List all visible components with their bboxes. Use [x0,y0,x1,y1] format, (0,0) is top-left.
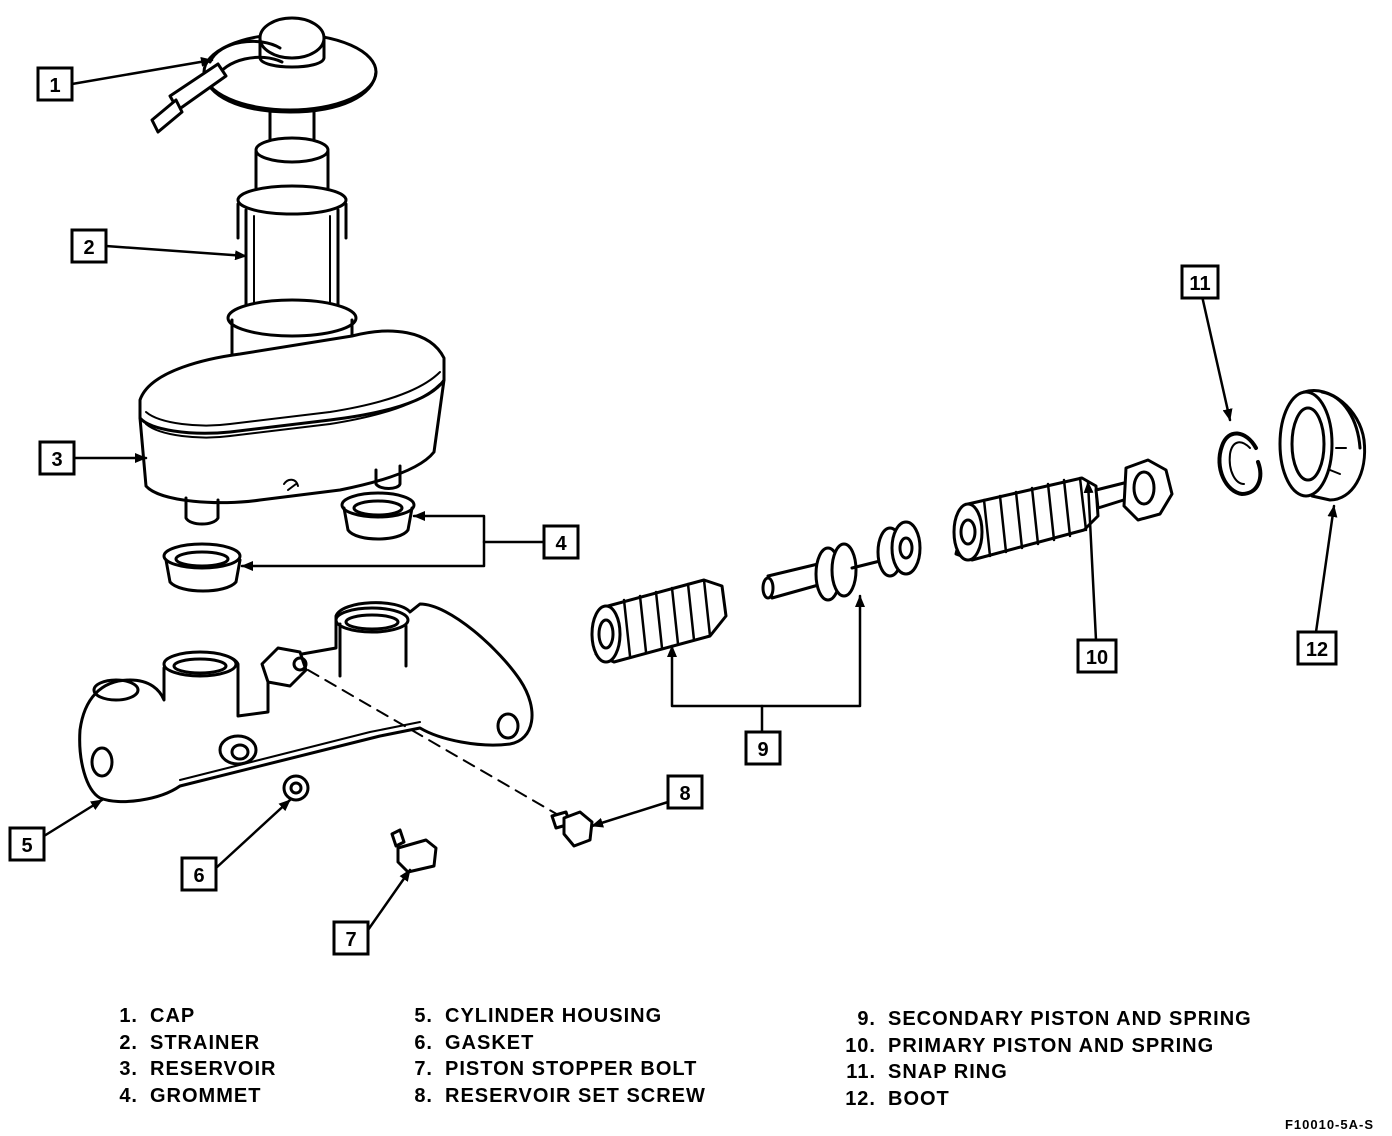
leader-lines [42,56,1338,932]
legend-column-1: 1. CAP 2. STRAINER 3. RESERVOIR 4. GROMMET [110,1003,276,1109]
callout-9: 9 [744,730,782,766]
svg-text:8: 8 [679,783,690,805]
figure-code: F10010-5A-S [1284,1117,1374,1132]
legend-number: 2. [119,1031,138,1054]
callout-8: 8 [666,774,704,810]
callout-4: 4 [542,524,580,560]
legend-label: STRAINER [150,1031,261,1054]
piston-stopper-bolt-part [390,828,438,874]
legend-column-2: 5. CYLINDER HOUSING 6. GASKET 7. PISTON STO… [405,1003,706,1109]
legend-column-3: 9. SECONDARY PISTON AND SPRING 10. PRIMARY… [840,1006,1252,1112]
reservoir-part [138,298,446,526]
legend-label: PRIMARY PISTON AND SPRING [888,1034,1215,1057]
legend-number: 9. [857,1008,876,1030]
legend-number: 4. [119,1084,138,1107]
svg-text:10: 10 [1086,647,1108,669]
legend-number: 8. [414,1084,433,1107]
boot-part [1278,389,1367,502]
screw-path-line [307,669,561,817]
legend-item-gasket: 6. GASKET [405,1030,706,1057]
legend-number: 1. [119,1005,138,1027]
callout-1: 1 [36,66,74,102]
svg-text:1: 1 [49,75,60,97]
legend-item-strainer: 2. STRAINER [110,1030,276,1057]
gasket-part [282,774,310,802]
snap-ring-part [1217,431,1263,496]
svg-text:4: 4 [555,533,567,555]
legend-number: 6. [414,1031,433,1054]
legend-number: 7. [414,1058,433,1080]
legend-number: 10. [845,1034,876,1057]
legend-label: BOOT [888,1087,950,1110]
legend-number: 11. [846,1061,876,1083]
svg-text:9: 9 [757,739,768,761]
legend-item-snap-ring: 11. SNAP RING [840,1059,1252,1086]
callout-7: 7 [332,920,370,956]
svg-text:6: 6 [193,865,204,887]
svg-text:12: 12 [1306,639,1328,661]
callout-6: 6 [180,856,218,892]
legend-label: GASKET [445,1031,535,1054]
legend-item-secondary-piston: 9. SECONDARY PISTON AND SPRING [840,1006,1252,1033]
legend-number: 12. [845,1087,876,1110]
svg-text:3: 3 [51,449,62,471]
callout-3: 3 [38,440,76,476]
callout-2: 2 [70,228,108,264]
reservoir-set-screw-part [550,810,594,848]
primary-piston-part [952,458,1174,562]
legend-label: CYLINDER HOUSING [445,1005,663,1027]
exploded-view-drawing: 1 2 3 4 5 6 7 8 9 10 11 12 [8,16,1367,956]
svg-text:5: 5 [21,835,32,857]
callout-11: 11 [1180,264,1220,300]
legend-item-grommet: 4. GROMMET [110,1083,276,1110]
grommet-part [162,491,416,593]
legend-item-reservoir-set-screw: 8. RESERVOIR SET SCREW [405,1083,706,1110]
callout-12: 12 [1296,630,1338,666]
cap-part [150,16,378,134]
legend-label: RESERVOIR [150,1058,277,1080]
svg-text:7: 7 [345,929,356,951]
cylinder-housing-part [78,601,534,804]
legend-item-piston-stopper-bolt: 7. PISTON STOPPER BOLT [405,1056,706,1083]
legend-label: SNAP RING [888,1061,1008,1083]
legend-label: CAP [150,1005,196,1027]
legend-label: RESERVOIR SET SCREW [445,1084,706,1107]
svg-text:11: 11 [1189,273,1210,295]
strainer-part [236,110,348,323]
legend-item-reservoir: 3. RESERVOIR [110,1056,276,1083]
svg-text:2: 2 [83,237,94,259]
callout-5: 5 [8,826,46,862]
secondary-piston-part [761,520,922,602]
legend-label: SECONDARY PISTON AND SPRING [888,1008,1252,1030]
legend-item-primary-piston: 10. PRIMARY PISTON AND SPRING [840,1033,1252,1060]
legend-item-cylinder-housing: 5. CYLINDER HOUSING [405,1003,706,1030]
secondary-spring-part [590,578,728,664]
legend-item-cap: 1. CAP [110,1003,276,1030]
legend-number: 5. [414,1005,433,1027]
legend-number: 3. [119,1058,138,1080]
legend-label: GROMMET [150,1084,262,1107]
callout-10: 10 [1076,638,1118,674]
legend-item-boot: 12. BOOT [840,1086,1252,1113]
legend-label: PISTON STOPPER BOLT [445,1058,698,1080]
